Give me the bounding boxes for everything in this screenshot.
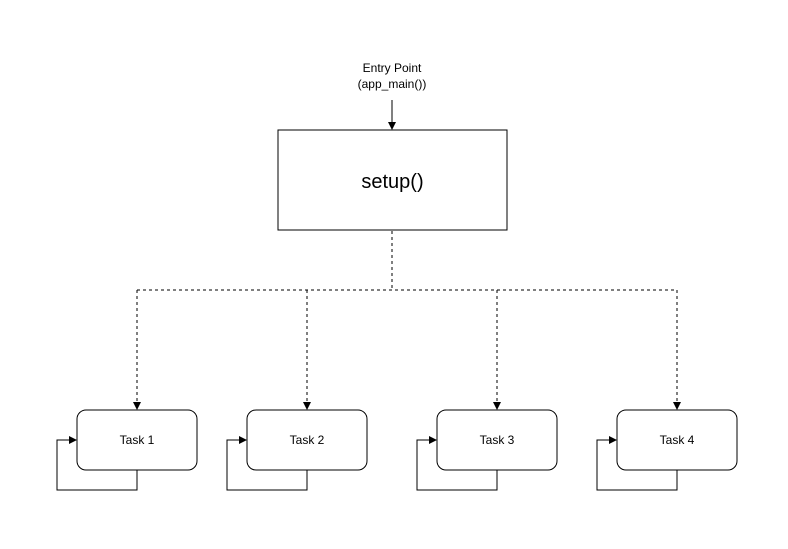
loop-arrow-task-4 [596,436,678,491]
task-label-4: Task 4 [659,433,695,447]
task-label-2: Task 2 [289,433,325,447]
entry-point-function: (app_main()) [357,77,427,91]
task-label-3: Task 3 [479,433,515,447]
setup-label: setup() [361,171,424,193]
entry-point-title: Entry Point [362,61,422,75]
entry-point-label: Entry Point (app_main()) [322,60,462,92]
loop-arrow-task-2 [226,436,308,491]
task-label-1: Task 1 [119,433,155,447]
setup-box [277,129,508,231]
loop-arrow-task-1 [56,436,138,491]
loop-arrow-task-3 [416,436,498,491]
dashed-connectors [133,231,681,410]
